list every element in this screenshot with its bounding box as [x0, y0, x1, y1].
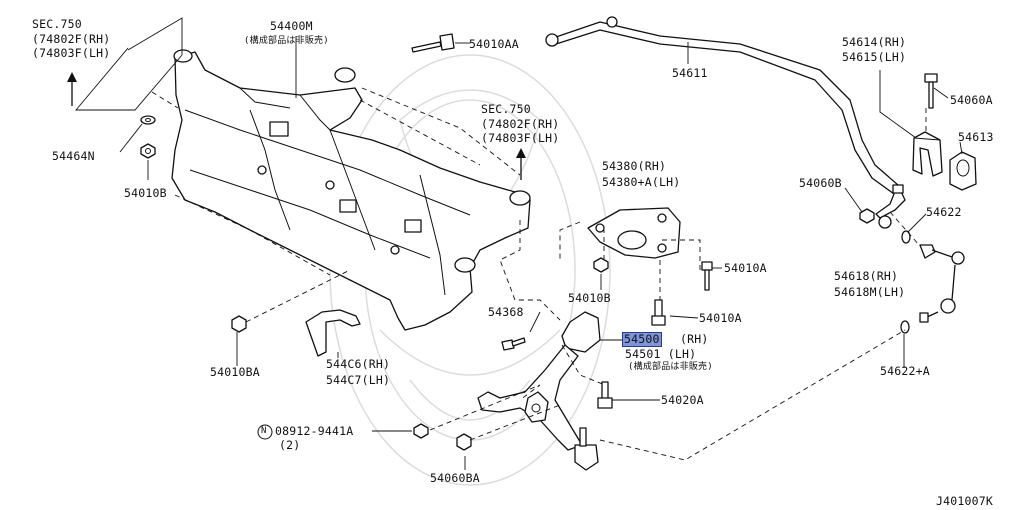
label-54622: 54622 [926, 205, 962, 219]
bushing-clamp [912, 131, 943, 177]
label-74803f-left: (74803F(LH) [32, 46, 111, 60]
bolt-54020a [597, 381, 613, 409]
nut-54010b-left [140, 143, 156, 159]
lower-arm-54500 [477, 311, 601, 471]
label-54380a: 54380+A(LH) [602, 175, 681, 189]
label-54368: 54368 [488, 305, 524, 319]
label-74802f-right: (74802F(RH) [481, 117, 560, 131]
label-54400m: 54400M [270, 19, 313, 33]
label-74802f-left: (74802F(RH) [32, 32, 111, 46]
bolt-54368 [501, 337, 526, 351]
nut-08912 [413, 423, 429, 439]
label-54010ba: 54010BA [210, 365, 260, 379]
washer-54622a [900, 320, 910, 334]
label-544c7: 544C7(LH) [326, 373, 391, 387]
label-54010b-left: 54010B [124, 186, 167, 200]
label-54618m: 54618M(LH) [834, 285, 906, 299]
label-54500-highlighted[interactable]: 54500 [622, 332, 662, 347]
label-54622a: 54622+A [880, 364, 930, 378]
label-54618: 54618(RH) [834, 269, 899, 283]
subframe-crossmember [171, 49, 531, 331]
circle-n-icon [257, 424, 273, 440]
nut-54010ba [231, 315, 247, 333]
bushing-54613 [949, 151, 977, 191]
drawing-code: J401007K [936, 494, 993, 508]
label-54380: 54380(RH) [602, 159, 667, 173]
label-54010b-mid: 54010B [568, 291, 611, 305]
label-54611: 54611 [672, 66, 708, 80]
nut-54010b-mid [593, 257, 609, 273]
dashed-assembly-lines [151, 87, 927, 461]
nut-54060b [859, 208, 875, 224]
label-54501: 54501 (LH) [625, 347, 697, 361]
label-qty-2: (2) [279, 438, 301, 452]
bolt-54010a-2 [651, 299, 666, 326]
label-sec750-right: SEC.750 [481, 102, 531, 116]
nut-54060ba [456, 433, 472, 451]
label-54060a: 54060A [950, 93, 993, 107]
label-54020a: 54020A [661, 393, 704, 407]
label-54010aa: 54010AA [469, 37, 519, 51]
bolt-54010a-1 [701, 261, 713, 291]
label-not-sold-b: (構成部品は非販売) [628, 362, 713, 372]
washer-54622 [901, 230, 911, 244]
label-54613: 54613 [958, 130, 994, 144]
label-not-sold-a: (構成部品は非販売) [244, 36, 329, 46]
stabilizer-bar [545, 16, 906, 229]
label-54614: 54614(RH) [842, 35, 907, 49]
label-54464n: 54464N [52, 149, 95, 163]
label-74803f-right: (74803F(LH) [481, 131, 560, 145]
washer-54464n [140, 115, 156, 125]
upper-link-54380 [587, 207, 681, 259]
leader-lines [75, 17, 963, 470]
label-54060b: 54060B [799, 176, 842, 190]
label-54615: 54615(LH) [842, 50, 907, 64]
label-n-symbol: N [261, 426, 267, 436]
label-sec750-left: SEC.750 [32, 17, 82, 31]
label-54500-rh: (RH) [680, 332, 709, 346]
bracket-544c6 [305, 309, 361, 357]
label-54010a-1: 54010A [724, 261, 767, 275]
up-arrow-icon [516, 148, 526, 180]
stabilizer-link [919, 244, 965, 323]
label-54060ba: 54060BA [430, 471, 480, 485]
label-54010a-2: 54010A [699, 311, 742, 325]
bolt-54060a [924, 73, 938, 109]
up-arrow-icon [67, 72, 77, 106]
label-08912: 08912-9441A [275, 424, 354, 438]
label-544c6: 544C6(RH) [326, 357, 391, 371]
bolt-54010aa [411, 33, 470, 53]
